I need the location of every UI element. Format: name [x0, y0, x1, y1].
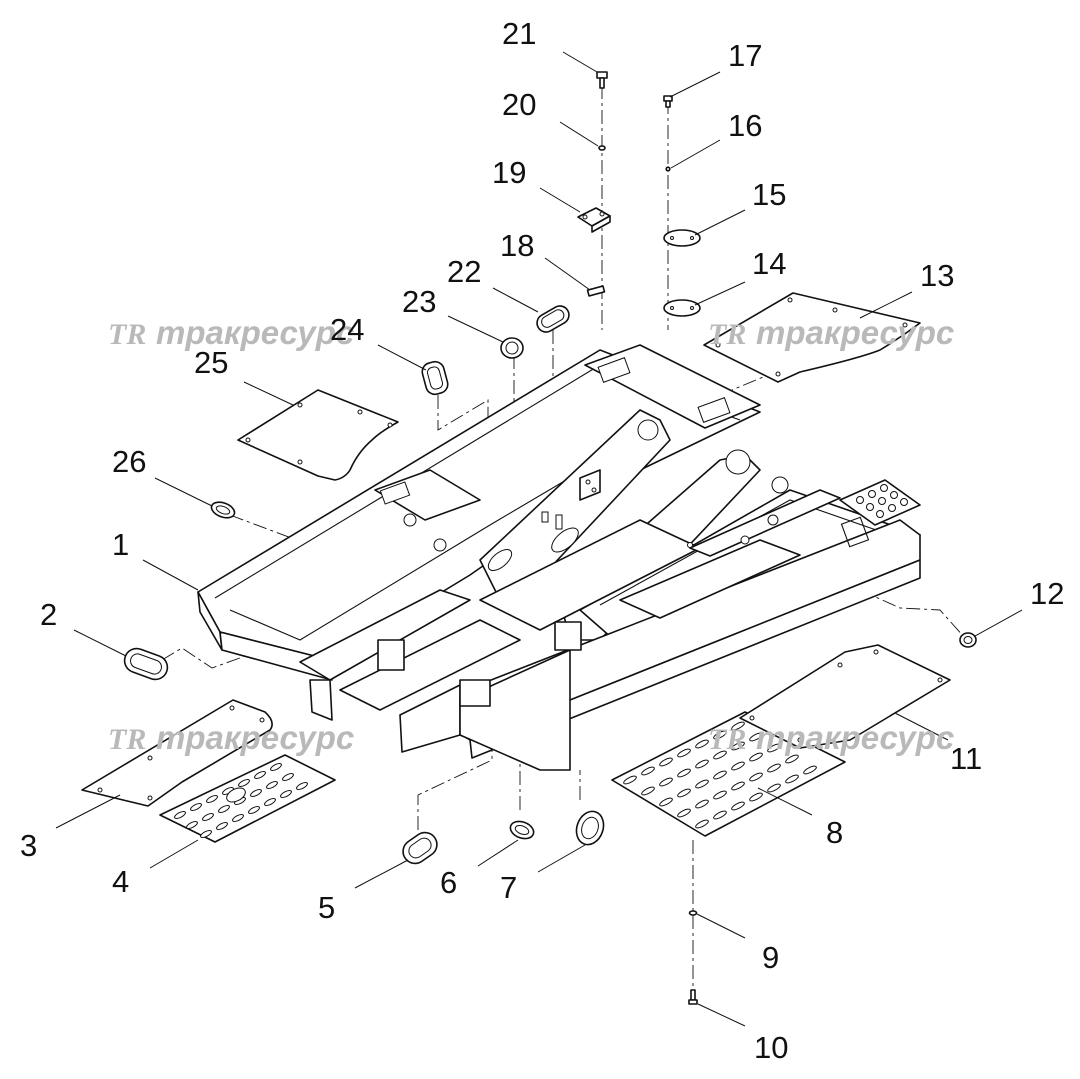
- callout-18: 18: [500, 228, 534, 263]
- callout-19: 19: [492, 155, 526, 190]
- watermark-text: тракресурс: [756, 314, 954, 351]
- callout-26: 26: [112, 444, 146, 479]
- watermark-logo: TR: [708, 723, 746, 756]
- watermark-text: тракресурс: [756, 719, 954, 756]
- grate-4-slots: [174, 763, 308, 838]
- watermark-right-top: TR тракресурс: [708, 314, 954, 351]
- grommet-26: [210, 501, 236, 519]
- watermark-left-top: TR тракресурс: [108, 314, 354, 351]
- bolt-10: [688, 989, 698, 1005]
- callout-20: 20: [502, 87, 536, 122]
- callout-5: 5: [318, 890, 335, 925]
- callout-21: 21: [502, 16, 536, 51]
- watermark-text: тракресурс: [156, 719, 354, 756]
- callout-1: 1: [112, 527, 129, 562]
- callout-17: 17: [728, 38, 762, 73]
- cover-plate-3: [81, 699, 273, 807]
- watermark-logo: TR: [108, 723, 146, 756]
- grommet-2: [123, 647, 169, 681]
- callout-13: 13: [920, 258, 954, 293]
- callout-2: 2: [40, 597, 57, 632]
- bolt-17: [663, 95, 673, 108]
- callout-16: 16: [728, 108, 762, 143]
- washer-20: [598, 145, 606, 151]
- watermark-text: тракресурс: [156, 314, 354, 351]
- cover-15: [663, 229, 701, 247]
- cover-14: [663, 299, 701, 317]
- watermark-logo: TR: [108, 318, 146, 351]
- callout-25: 25: [194, 345, 228, 380]
- callout-3: 3: [20, 828, 37, 863]
- callout-7: 7: [500, 870, 517, 905]
- callout-11: 11: [950, 741, 982, 776]
- callout-4: 4: [112, 864, 129, 899]
- grate-8-slots: [623, 721, 817, 829]
- platform-holes: [856, 484, 908, 518]
- callout-14: 14: [752, 246, 786, 281]
- grate-plate-8: [611, 711, 846, 837]
- watermark-left-bottom: TR тракресурс: [108, 719, 354, 756]
- callout-6: 6: [440, 865, 457, 900]
- watermark-right-bottom: TR тракресурс: [708, 719, 954, 756]
- pin-18: [586, 285, 606, 297]
- grate-plate-4: [159, 754, 336, 843]
- grommet-22: [536, 305, 570, 333]
- callout-22: 22: [447, 254, 481, 289]
- callout-numbers: 1 2 3 4 5 6 7 8 9 10 11 12 13 14 15 16 1…: [20, 16, 1064, 1065]
- grommet-7: [575, 810, 605, 846]
- callout-10: 10: [754, 1030, 788, 1065]
- callout-8: 8: [826, 815, 843, 850]
- cover-plate-11: [739, 644, 951, 749]
- washer-9: [688, 910, 698, 916]
- washer-16: [665, 166, 671, 172]
- grommet-23: [500, 337, 524, 359]
- cover-plate-25: [237, 389, 399, 481]
- grommet-24: [421, 360, 449, 396]
- callout-24: 24: [330, 312, 364, 347]
- watermark-logo: TR: [708, 318, 746, 351]
- grommet-12: [959, 632, 977, 648]
- main-frame: [197, 344, 921, 771]
- callout-15: 15: [752, 177, 786, 212]
- bolt-21: [596, 71, 608, 89]
- callout-12: 12: [1030, 576, 1064, 611]
- bracket-19: [577, 207, 611, 233]
- grommet-6: [509, 820, 535, 840]
- callout-9: 9: [762, 940, 779, 975]
- callout-23: 23: [402, 284, 436, 319]
- grommet-5: [402, 831, 438, 865]
- leader-lines: [55, 51, 1023, 1027]
